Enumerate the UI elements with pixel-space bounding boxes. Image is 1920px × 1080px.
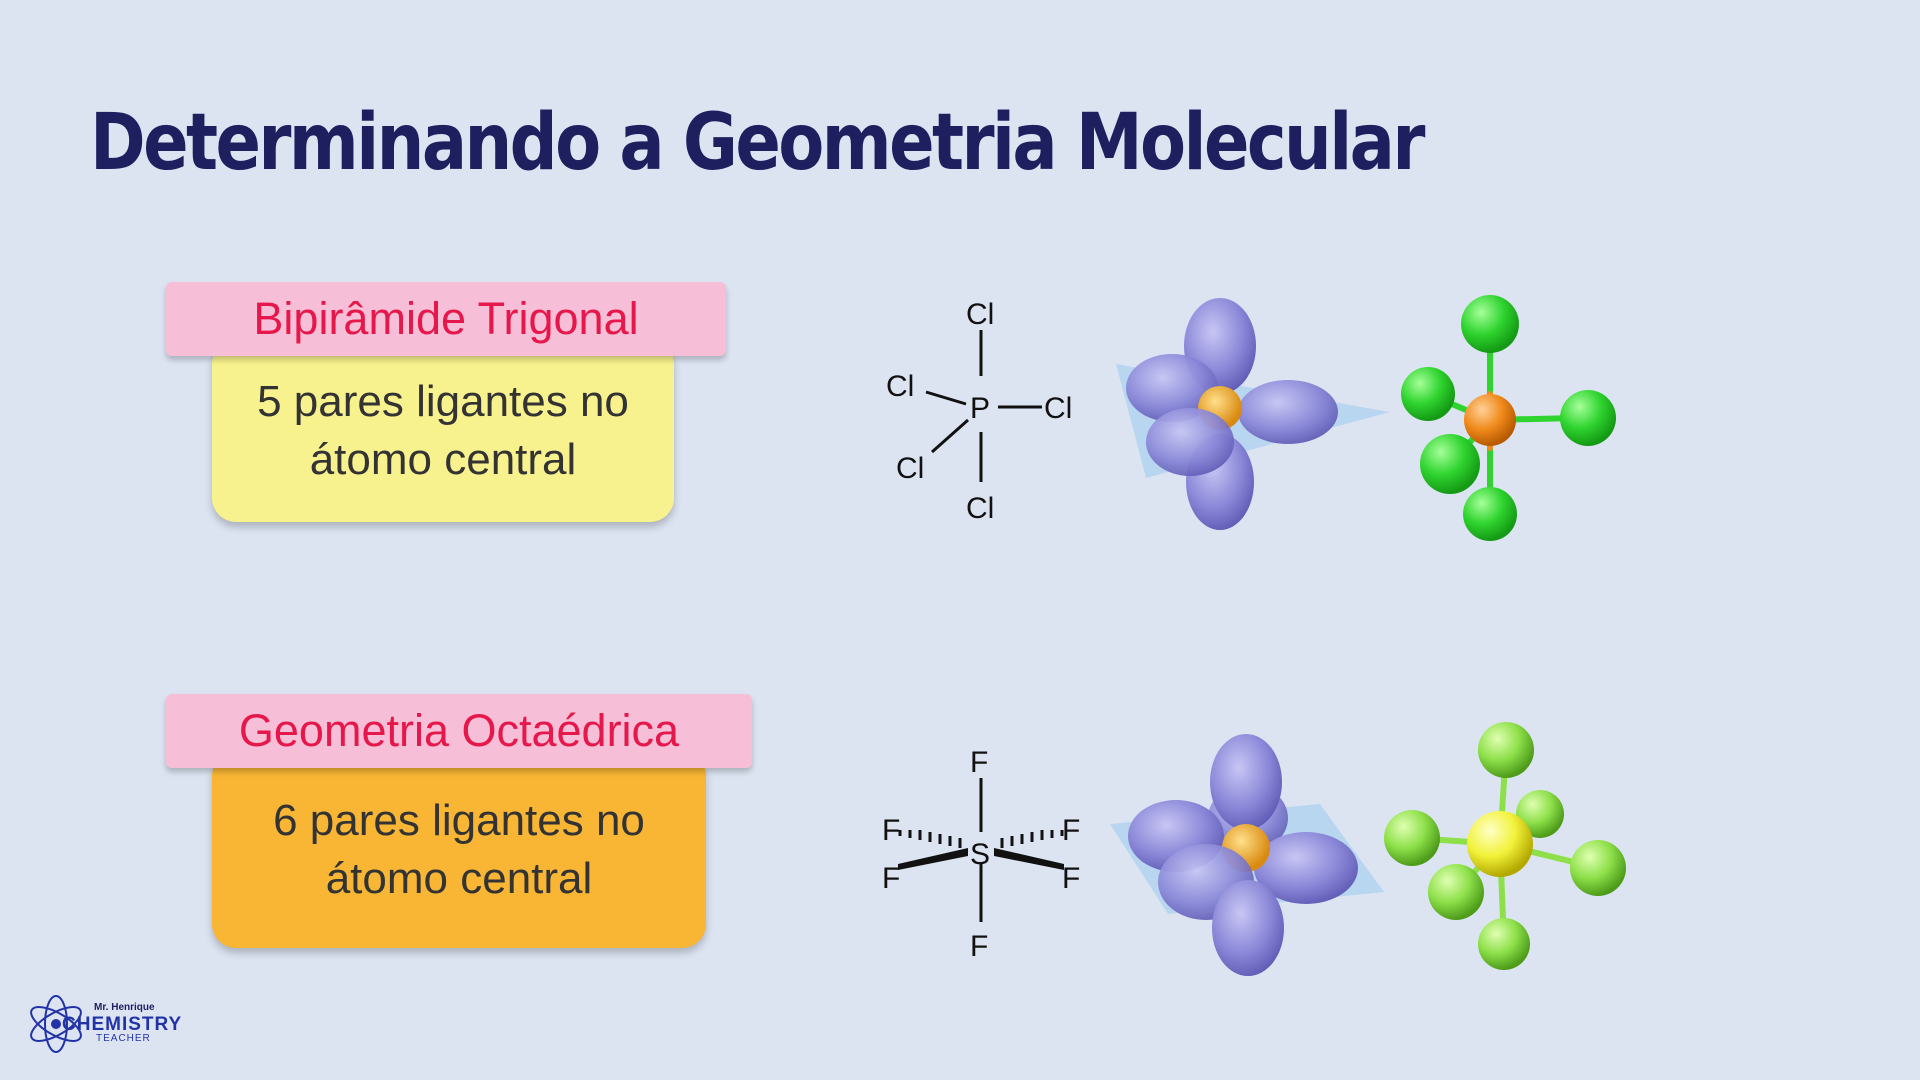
central-atom-label: P: [970, 392, 990, 425]
card-text-line1: 5 pares ligantes no: [257, 377, 629, 426]
sf6-structural-formula: F F S F F F F: [870, 736, 1090, 976]
pcl5-orbital-model: [1110, 296, 1400, 536]
chemistry-teacher-logo: Mr. Henrique CHEMISTRY TEACHER: [20, 986, 183, 1062]
ligand-label: F: [882, 862, 900, 895]
card-text-line1: 6 pares ligantes no: [273, 796, 645, 845]
slide-title: Determinando a Geometria Molecular: [90, 98, 1425, 188]
ligand-label: Cl: [966, 298, 994, 331]
pcl5-ball-and-stick-model: [1396, 290, 1636, 550]
ligand-label: F: [970, 746, 988, 779]
card-header: Bipirâmide Trigonal: [166, 282, 726, 356]
logo-sub-text: TEACHER: [96, 1033, 151, 1044]
card-text-line2: átomo central: [309, 435, 577, 484]
ligand-label: Cl: [886, 370, 914, 403]
ligand-label: F: [1062, 862, 1080, 895]
ligand-label: F: [1062, 814, 1080, 847]
card-header: Geometria Octaédrica: [166, 694, 752, 768]
sf6-ball-and-stick-model: [1380, 722, 1640, 982]
sf6-orbital-model: [1106, 732, 1396, 982]
logo-top-text: Mr. Henrique: [94, 1002, 155, 1013]
ligand-label: F: [970, 930, 988, 963]
ligand-label: Cl: [896, 452, 924, 485]
card-body: 5 pares ligantes no átomo central: [212, 340, 674, 522]
ligand-label: F: [882, 814, 900, 847]
ligand-label: Cl: [966, 492, 994, 525]
ligand-label: Cl: [1044, 392, 1072, 425]
logo-main-text: CHEMISTRY: [62, 1014, 183, 1035]
card-text-line2: átomo central: [325, 854, 593, 903]
card-body: 6 pares ligantes no átomo central: [212, 752, 706, 948]
atom-icon: [30, 995, 82, 1053]
pcl5-structural-formula: Cl Cl P Cl Cl Cl: [870, 290, 1090, 530]
central-atom-label: S: [970, 838, 990, 871]
